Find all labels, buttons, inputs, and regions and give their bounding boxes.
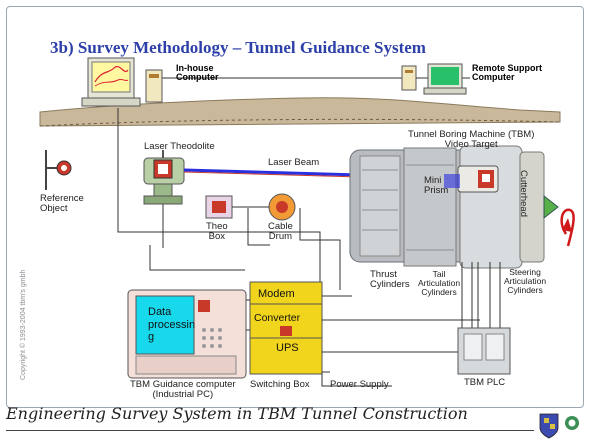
- cable-drum-icon: [268, 193, 296, 221]
- label-laser-beam: Laser Beam: [268, 157, 320, 168]
- label-converter: Converter: [254, 312, 301, 324]
- rotation-arrow-icon: [560, 208, 575, 247]
- label-tbm-title: Tunnel Boring Machine (TBM)Video Target: [408, 129, 535, 150]
- guidance-computer-icon: [127, 289, 247, 379]
- switching-box-icon: [249, 281, 323, 375]
- inhouse-computer-icon: [81, 57, 141, 107]
- slide-frame: [6, 6, 584, 408]
- theo-box-icon: [205, 195, 233, 219]
- label-power-supply: Power Supply: [330, 379, 389, 390]
- cable-theodolite-box: [149, 245, 245, 271]
- label-modem: Modem: [258, 288, 295, 300]
- prism-icon: [444, 174, 460, 188]
- copyright-text: Copyright © 1993-2004 tbm's gmbh: [20, 269, 27, 380]
- label-ups: UPS: [276, 342, 299, 354]
- label-guidance-computer: TBM Guidance computer(Industrial PC): [130, 379, 236, 400]
- label-switching-box: Switching Box: [250, 379, 310, 390]
- power-supply-line: [321, 372, 392, 387]
- logo-shield-icon: [539, 413, 579, 439]
- slide-caption: Engineering Survey System in TBM Tunnel …: [6, 404, 468, 423]
- ground-hatching: [39, 118, 561, 127]
- tbm-plc-icon: [457, 327, 511, 375]
- slide-title: 3b) Survey Methodology – Tunnel Guidance…: [50, 38, 426, 57]
- theodolite-icon: [143, 150, 185, 205]
- main-cable: [117, 108, 321, 300]
- remote-tower-icon: [401, 65, 417, 91]
- caption-underline: [6, 430, 534, 431]
- label-laser-theodolite: Laser Theodolite: [144, 141, 215, 152]
- label-tbm-plc: TBM PLC: [464, 377, 506, 388]
- video-target-icon: [457, 165, 499, 193]
- reference-object-icon: [45, 150, 72, 190]
- remote-computer-icon: [423, 63, 467, 95]
- label-cutterhead: Cutterhead: [518, 170, 529, 218]
- inhouse-tower-icon: [145, 69, 163, 103]
